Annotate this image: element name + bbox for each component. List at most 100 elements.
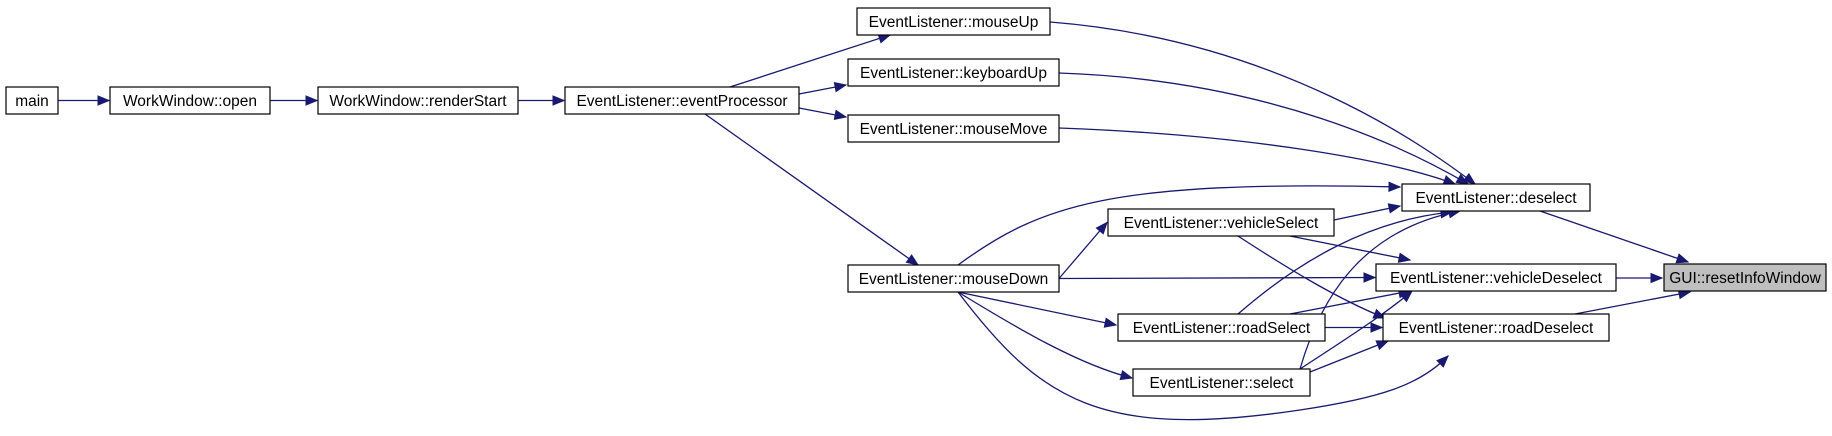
nodes-layer: main WorkWindow::open WorkWindow::renderSt…	[5, 7, 1827, 397]
node-renderStart[interactable]: WorkWindow::renderStart	[317, 86, 519, 115]
edge-line	[1049, 21, 1476, 185]
node-box	[847, 264, 1060, 293]
node-mouseMove[interactable]: EventListener::mouseMove	[847, 114, 1060, 143]
edge-renderStart-to-eventProcessor	[518, 95, 566, 106]
node-box	[1132, 368, 1311, 397]
node-eventProcessor[interactable]: EventListener::eventProcessor	[564, 86, 800, 115]
edge-arrowhead	[1375, 340, 1390, 351]
edge-arrowhead	[1095, 221, 1108, 235]
node-label: EventListener::eventProcessor	[576, 93, 787, 110]
edge-eventProcessor-to-mouseDown	[704, 113, 920, 266]
edge-line	[1299, 210, 1461, 370]
edge-line	[1309, 340, 1389, 373]
node-box	[1117, 313, 1326, 342]
node-label: EventListener::mouseDown	[859, 271, 1049, 288]
node-label: GUI::resetInfoWindow	[1669, 270, 1821, 287]
edge-select-to-vehicleDeselect	[1299, 290, 1414, 370]
edge-vehicleSelect-to-roadDeselect	[1237, 235, 1387, 319]
edge-arrowhead	[1387, 203, 1402, 214]
edge-arrowhead	[305, 95, 319, 106]
node-keyboardUp[interactable]: EventListener::keyboardUp	[847, 58, 1060, 87]
edge-line	[1539, 210, 1689, 263]
node-box	[1663, 263, 1827, 292]
edge-vehicleDeselect-to-resetInfoWindow	[1616, 272, 1664, 284]
edge-mouseDown-to-select	[957, 291, 1134, 381]
node-box	[847, 58, 1060, 87]
edge-line	[1058, 127, 1456, 185]
edge-arrowhead	[1399, 290, 1414, 303]
node-box	[5, 86, 59, 115]
edge-arrowhead	[1363, 272, 1377, 283]
node-box	[1382, 313, 1610, 342]
node-box	[856, 7, 1051, 36]
edge-arrowhead	[905, 254, 920, 266]
node-box	[109, 86, 271, 115]
node-box	[847, 114, 1060, 143]
edge-deselect-to-resetInfoWindow	[1539, 210, 1690, 264]
node-roadDeselect[interactable]: EventListener::roadDeselect	[1382, 313, 1610, 342]
edge-arrowhead	[552, 95, 566, 106]
node-box	[1107, 208, 1335, 237]
edge-open-to-renderStart	[270, 95, 319, 106]
edge-arrowhead	[1442, 175, 1457, 186]
node-box	[564, 86, 800, 115]
node-box	[317, 86, 519, 115]
node-mouseUp[interactable]: EventListener::mouseUp	[856, 7, 1051, 36]
edge-main-to-open	[58, 95, 111, 106]
node-label: EventListener::vehicleSelect	[1124, 215, 1319, 232]
edge-line	[957, 291, 1117, 326]
edge-arrowhead	[1436, 355, 1449, 368]
edge-line	[729, 34, 891, 88]
edge-arrowhead	[1103, 317, 1118, 328]
edge-mouseDown-to-roadDeselect	[957, 291, 1449, 421]
edge-vehicleSelect-to-deselect	[1333, 203, 1402, 221]
edge-arrowhead	[833, 82, 848, 93]
edge-arrowhead	[1650, 272, 1664, 284]
edge-line	[1237, 211, 1453, 315]
edges-layer	[58, 21, 1692, 421]
edge-line	[1237, 235, 1386, 319]
node-vehicleDeselect[interactable]: EventListener::vehicleDeselect	[1375, 263, 1617, 292]
node-deselect[interactable]: EventListener::deselect	[1401, 183, 1591, 212]
node-box	[1375, 263, 1617, 292]
node-main[interactable]: main	[5, 86, 59, 115]
edge-select-to-roadDeselect	[1309, 340, 1390, 373]
edge-arrowhead	[97, 95, 111, 106]
node-label: WorkWindow::open	[123, 93, 257, 110]
edge-mouseDown-to-vehicleDeselect	[1058, 272, 1377, 283]
node-resetInfoWindow[interactable]: GUI::resetInfoWindow	[1663, 263, 1827, 292]
edge-line	[1058, 222, 1108, 279]
node-label: EventListener::deselect	[1415, 190, 1577, 207]
edge-mouseDown-to-roadSelect	[957, 291, 1118, 328]
edge-line	[1058, 72, 1469, 185]
edge-arrowhead	[1388, 181, 1402, 192]
edge-roadSelect-to-vehicleDeselect	[1289, 288, 1412, 315]
node-label: EventListener::keyboardUp	[860, 65, 1047, 82]
edge-vehicleSelect-to-vehicleDeselect	[1289, 235, 1412, 263]
edge-arrowhead	[1455, 173, 1470, 185]
node-label: EventListener::roadSelect	[1133, 320, 1311, 337]
node-mouseDown[interactable]: EventListener::mouseDown	[847, 264, 1060, 293]
edge-mouseUp-to-deselect	[1049, 21, 1477, 185]
node-label: main	[15, 93, 49, 110]
edge-eventProcessor-to-mouseMove	[798, 107, 848, 120]
node-open[interactable]: WorkWindow::open	[109, 86, 271, 115]
edge-line	[704, 113, 919, 266]
node-select[interactable]: EventListener::select	[1132, 368, 1311, 397]
node-label: EventListener::mouseMove	[860, 121, 1048, 138]
edge-mouseMove-to-deselect	[1058, 127, 1457, 186]
node-roadSelect[interactable]: EventListener::roadSelect	[1117, 313, 1326, 342]
edge-roadDeselect-to-resetInfoWindow	[1574, 289, 1692, 315]
edge-line	[1289, 290, 1411, 315]
edge-mouseDown-to-deselect	[957, 181, 1402, 266]
edge-mouseDown-to-vehicleSelect	[1058, 221, 1108, 279]
edge-arrowhead	[1675, 253, 1690, 264]
node-label: EventListener::select	[1150, 375, 1295, 392]
edge-arrowhead	[1370, 322, 1384, 333]
edge-keyboardUp-to-deselect	[1058, 72, 1470, 185]
edge-line	[1574, 291, 1691, 315]
edge-line	[957, 291, 1449, 421]
edge-line	[957, 291, 1133, 379]
node-vehicleSelect[interactable]: EventListener::vehicleSelect	[1107, 208, 1335, 237]
